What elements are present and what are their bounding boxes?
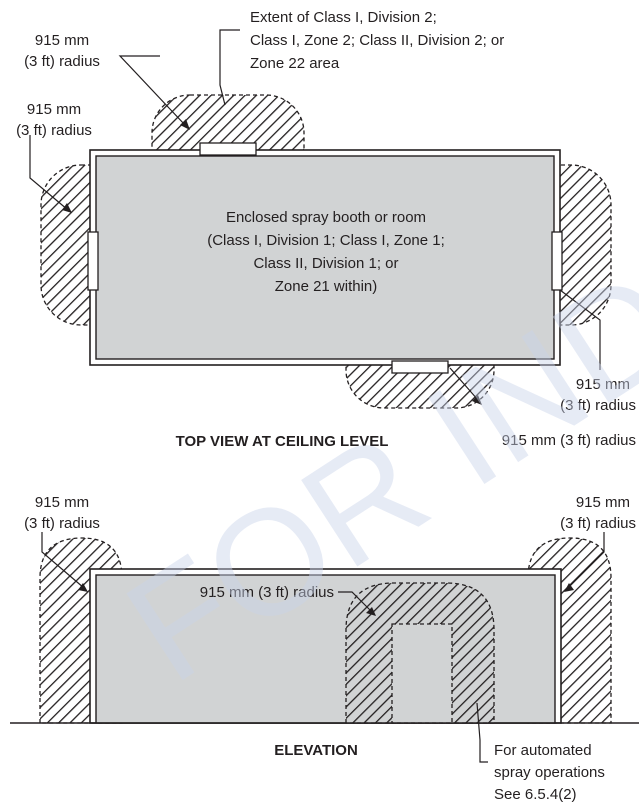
booth-interior — [95, 155, 555, 360]
automated-note-line-2: spray operations — [494, 764, 605, 781]
radius-bottom-label: 915 mm (3 ft) radius — [502, 432, 636, 449]
booth-label-line-3: Class II, Division 1; or — [253, 255, 398, 272]
radius-right-line-2: (3 ft) radius — [560, 397, 636, 414]
booth-label-line-4: Zone 21 within) — [275, 278, 378, 295]
elevation-title: ELEVATION — [274, 742, 358, 759]
extent-label-line-3: Zone 22 area — [250, 55, 340, 72]
elevation: 915 mm (3 ft) radius 915 mm (3 ft) radiu… — [10, 494, 639, 803]
elevation-arrowheads — [78, 583, 574, 616]
radius-left-line-1: 915 mm — [27, 101, 81, 118]
radius-left-line-2: (3 ft) radius — [16, 122, 92, 139]
automated-note-line-1: For automated — [494, 742, 592, 759]
booth-label-line-2: (Class I, Division 1; Class I, Zone 1; — [207, 232, 445, 249]
radius-top-left-line-2: (3 ft) radius — [24, 53, 100, 70]
elev-radius-right-line-1: 915 mm — [576, 494, 630, 511]
opening-right — [551, 231, 563, 291]
elev-radius-left-line-2: (3 ft) radius — [24, 515, 100, 532]
automated-note-line-3: See 6.5.4(2) — [494, 786, 577, 803]
opening-top — [199, 142, 257, 156]
elev-radius-inner-label: 915 mm (3 ft) radius — [200, 584, 334, 601]
top-view-leaders — [29, 29, 601, 401]
extent-label-line-1: Extent of Class I, Division 2; — [250, 9, 437, 26]
elevation-automated-opening — [391, 623, 453, 724]
top-view-arrowheads — [62, 119, 482, 405]
elevation-leaders — [41, 532, 605, 763]
top-view-title: TOP VIEW AT CEILING LEVEL — [176, 433, 389, 450]
elev-radius-right-line-2: (3 ft) radius — [560, 515, 636, 532]
radius-top-left-line-1: 915 mm — [35, 32, 89, 49]
opening-left — [87, 231, 99, 291]
elev-radius-left-line-1: 915 mm — [35, 494, 89, 511]
extent-label-line-2: Class I, Zone 2; Class II, Division 2; o… — [250, 32, 504, 49]
top-view: Enclosed spray booth or room (Class I, D… — [16, 9, 636, 450]
radius-right-line-1: 915 mm — [576, 376, 630, 393]
opening-bottom — [391, 360, 449, 374]
booth-label-line-1: Enclosed spray booth or room — [226, 209, 426, 226]
